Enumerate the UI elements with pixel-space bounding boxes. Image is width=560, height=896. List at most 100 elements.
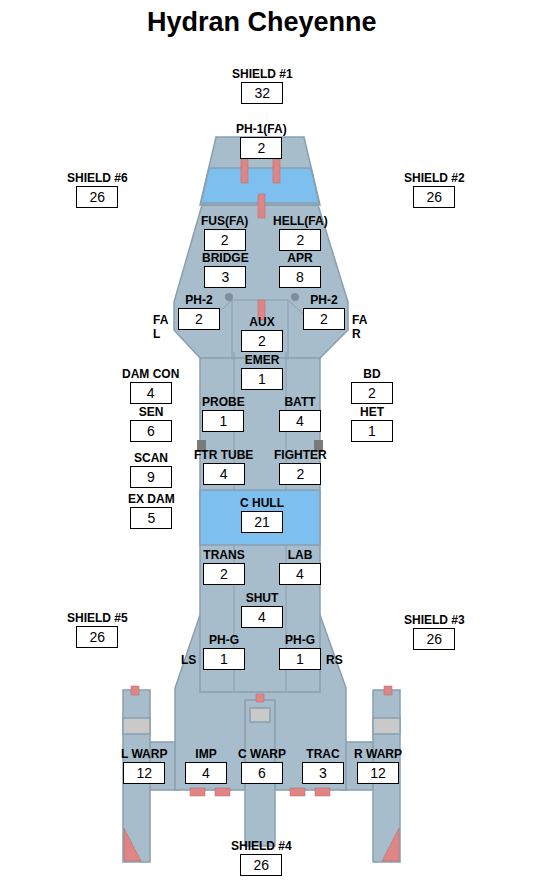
system-name: SHIELD #2 — [404, 171, 465, 185]
system-name: IMP — [195, 747, 216, 761]
system-box: C HULL21 — [240, 496, 284, 533]
nacelle-band — [123, 718, 150, 734]
exhaust — [215, 788, 230, 796]
system-box: SHIELD #326 — [404, 613, 465, 650]
box-count: 2 — [279, 463, 321, 485]
box-count: 3 — [204, 266, 246, 288]
system-box: FUS(FA)2 — [201, 214, 248, 251]
system-box: SCAN9 — [130, 451, 172, 488]
system-name: LAB — [288, 548, 313, 562]
system-box: FIGHTER2 — [274, 448, 327, 485]
box-count: 4 — [185, 762, 227, 784]
system-box: EX DAM5 — [128, 492, 175, 529]
box-count: 2 — [351, 382, 393, 404]
system-box: SHIELD #132 — [232, 67, 293, 104]
phaser-barrel — [241, 159, 248, 183]
system-box: IMP4 — [185, 747, 227, 784]
ship-title: Hydran Cheyenne — [147, 6, 377, 38]
system-name: PH-2 — [310, 293, 337, 307]
spine-band — [250, 708, 270, 722]
system-name: SHIELD #3 — [404, 613, 465, 627]
system-box: L WARP12 — [121, 747, 167, 784]
system-box: C WARP6 — [238, 747, 286, 784]
system-box: EMER1 — [241, 353, 283, 390]
box-count: 3 — [302, 762, 344, 784]
box-count: 12 — [357, 762, 399, 784]
box-count: 5 — [130, 507, 172, 529]
box-count: 1 — [202, 410, 244, 432]
system-name: PH-1(FA) — [236, 122, 287, 136]
system-name: R WARP — [354, 747, 402, 761]
main-hull — [200, 352, 320, 692]
system-box: LAB4 — [279, 548, 321, 585]
phaser-barrel — [273, 159, 280, 183]
exhaust — [290, 788, 305, 796]
panel-line — [232, 300, 288, 360]
nacelle-band — [373, 718, 400, 734]
system-name: EMER — [245, 353, 280, 367]
box-count: 1 — [279, 648, 321, 670]
hull-band — [200, 490, 320, 545]
system-name: EX DAM — [128, 492, 175, 506]
system-name: HELL(FA) — [273, 214, 328, 228]
system-name: SCAN — [134, 451, 168, 465]
exhaust — [315, 788, 330, 796]
system-box: PROBE1 — [202, 395, 245, 432]
sensor-dot — [225, 293, 233, 301]
system-box: SHUT4 — [241, 591, 283, 628]
arc-label: LS — [181, 653, 196, 667]
system-box: SHIELD #426 — [231, 839, 292, 876]
box-count: 26 — [413, 186, 455, 208]
system-name: FUS(FA) — [201, 214, 248, 228]
launcher-mark — [258, 194, 265, 218]
box-count: 2 — [279, 229, 321, 251]
system-name: TRAC — [306, 747, 339, 761]
box-count: 2 — [178, 308, 220, 330]
box-count: 8 — [279, 266, 321, 288]
system-name: DAM CON — [122, 367, 179, 381]
system-box: PH-G1 — [279, 633, 321, 670]
box-count: 26 — [76, 626, 118, 648]
system-box: SEN6 — [130, 405, 172, 442]
box-count: 6 — [241, 762, 283, 784]
box-count: 4 — [241, 606, 283, 628]
system-name: BATT — [284, 395, 315, 409]
system-box: HET1 — [351, 405, 393, 442]
system-box: BATT4 — [279, 395, 321, 432]
box-count: 2 — [203, 563, 245, 585]
box-count: 4 — [279, 410, 321, 432]
system-name: TRANS — [203, 548, 244, 562]
aft-mark — [256, 694, 264, 702]
system-box: TRANS2 — [203, 548, 245, 585]
system-box: PH-22 — [303, 293, 345, 330]
exhaust — [190, 788, 205, 796]
system-box: AUX2 — [241, 315, 283, 352]
system-box: PH-1(FA)2 — [236, 122, 287, 159]
box-count: 6 — [130, 420, 172, 442]
system-name: HET — [360, 405, 384, 419]
system-name: SHIELD #5 — [67, 611, 128, 625]
box-count: 12 — [123, 762, 165, 784]
nacelle-tip — [131, 686, 139, 695]
box-count: 4 — [203, 463, 245, 485]
nacelle-fin — [382, 828, 399, 861]
nacelle-tip — [384, 686, 392, 695]
sensor-dot — [291, 293, 299, 301]
nacelle-fin — [124, 828, 141, 861]
system-name: PH-2 — [185, 293, 212, 307]
system-name: SHIELD #1 — [232, 67, 293, 81]
box-count: 26 — [76, 186, 118, 208]
system-name: PROBE — [202, 395, 245, 409]
system-box: HELL(FA)2 — [273, 214, 328, 251]
system-name: SHIELD #6 — [67, 171, 128, 185]
system-name: BD — [363, 367, 380, 381]
system-box: FTR TUBE4 — [194, 448, 253, 485]
box-count: 2 — [204, 229, 246, 251]
system-name: L WARP — [121, 747, 167, 761]
system-name: C WARP — [238, 747, 286, 761]
system-name: SHUT — [246, 591, 279, 605]
system-name: BRIDGE — [202, 251, 249, 265]
arc-label: FA R — [352, 313, 367, 341]
box-count: 1 — [241, 368, 283, 390]
system-box: SHIELD #626 — [67, 171, 128, 208]
